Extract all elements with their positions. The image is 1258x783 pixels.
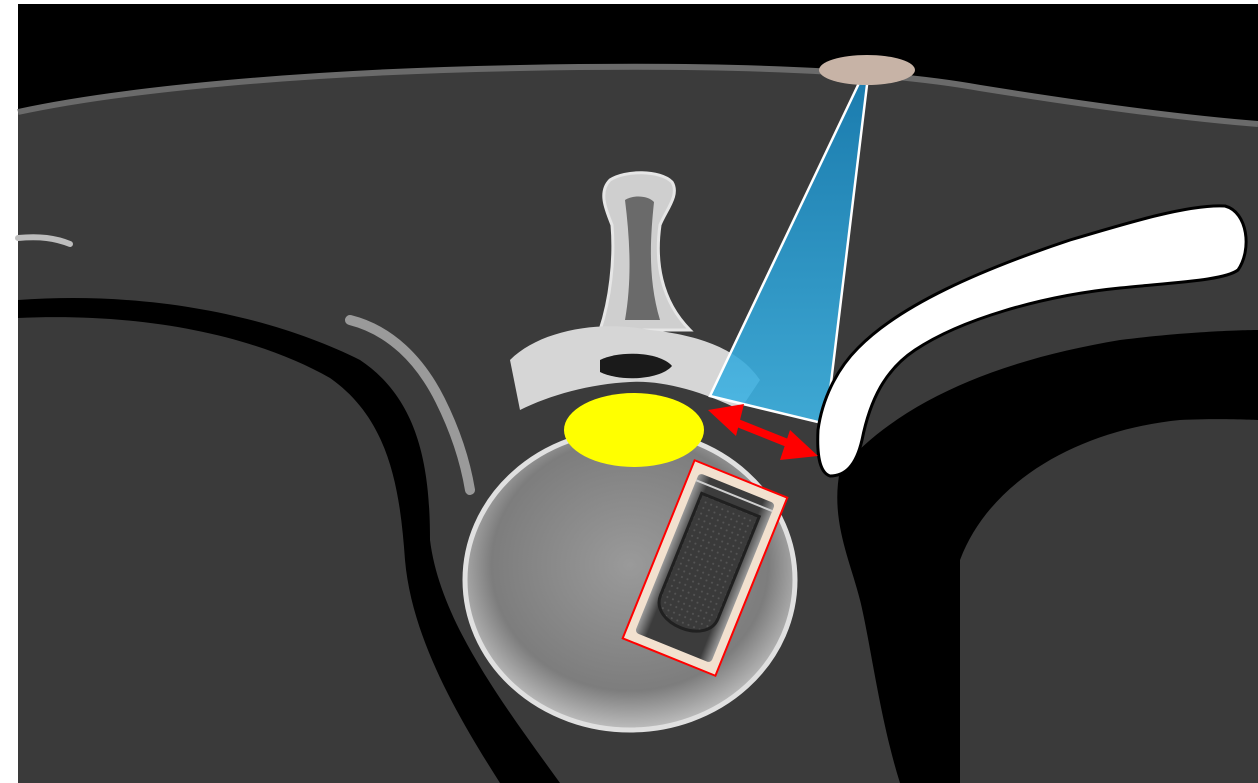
portal-ellipse [819,55,915,85]
spinal-cord-marker [564,393,704,467]
